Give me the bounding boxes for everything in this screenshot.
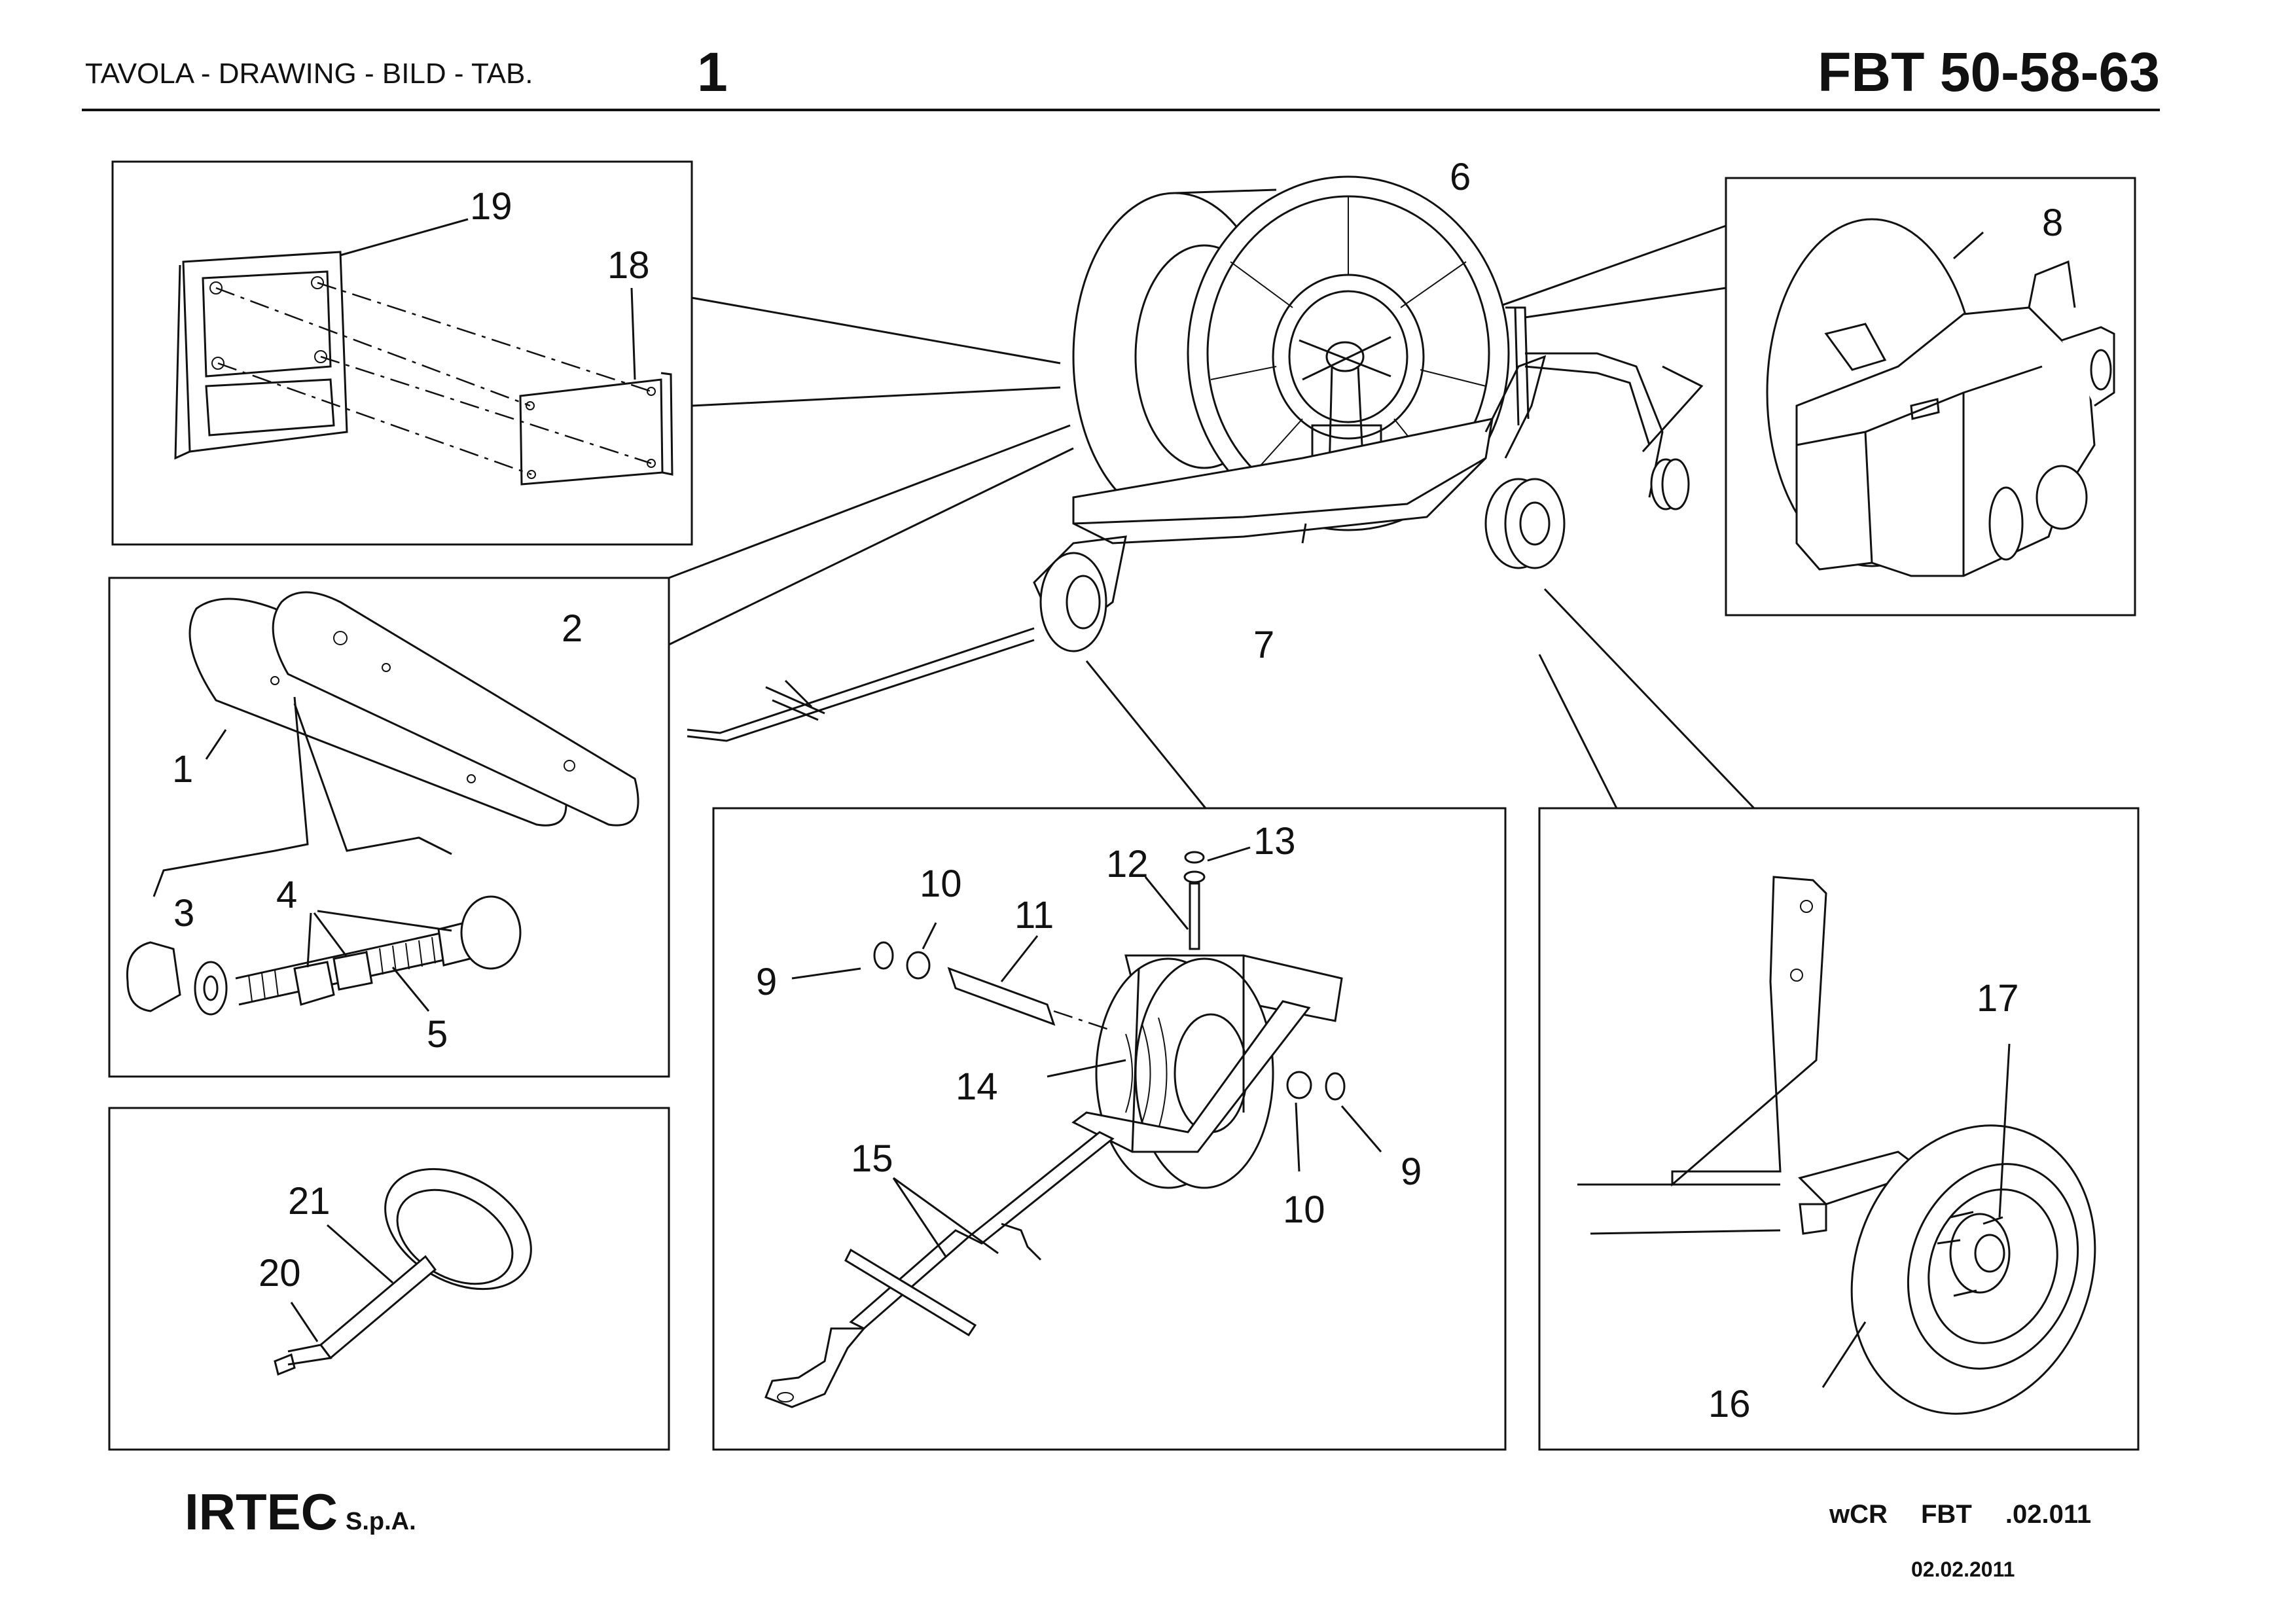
callout-1: 1 [172, 748, 193, 791]
table-number: 1 [697, 41, 728, 103]
callout-numbers: 1 2 3 4 5 6 7 8 9 9 10 10 11 12 13 14 15… [172, 156, 2063, 1425]
callout-14: 14 [956, 1065, 998, 1108]
control-box-drawing [174, 218, 673, 486]
callout-9b: 9 [1401, 1150, 1422, 1193]
callout-18: 18 [607, 244, 650, 287]
panel-control-box [111, 160, 693, 546]
callout-11: 11 [1014, 894, 1054, 936]
brand-suffix: S.p.A. [346, 1508, 416, 1535]
callout-13: 13 [1253, 820, 1296, 863]
turbine-drawing [1766, 218, 2115, 577]
drawing-label: TAVOLA - DRAWING - BILD - TAB. [85, 58, 533, 90]
callout-19: 19 [470, 185, 512, 228]
callout-17: 17 [1977, 977, 2019, 1020]
header-rule [82, 109, 2160, 111]
callout-3: 3 [173, 892, 194, 935]
brand-logo: IRTEC S.p.A. [185, 1482, 416, 1542]
callout-5: 5 [427, 1013, 448, 1056]
callout-7: 7 [1253, 624, 1274, 666]
document-date: 02.02.2011 [1911, 1558, 2015, 1581]
roller-drawing [126, 591, 639, 1016]
panel-turbine [1725, 177, 2136, 616]
callout-16: 16 [1708, 1383, 1751, 1425]
panel-leaders [668, 224, 1755, 810]
panel-front-wheel [712, 807, 1507, 1451]
callout-10a: 10 [920, 863, 962, 905]
callout-20: 20 [259, 1252, 301, 1294]
callout-15: 15 [851, 1137, 893, 1180]
brand-name: IRTEC [185, 1483, 338, 1541]
hose-reel-machine [687, 175, 1704, 742]
callout-12: 12 [1106, 843, 1149, 885]
plug-drawing [274, 1168, 532, 1376]
rear-wheel-drawing [1577, 876, 2096, 1415]
document-code: wCR FBT .02.011 [1829, 1500, 2092, 1529]
callout-21: 21 [288, 1180, 331, 1222]
panel-roller [108, 577, 670, 1078]
callout-4: 4 [276, 874, 297, 916]
callout-2: 2 [562, 607, 583, 650]
model-title: FBT 50-58-63 [1818, 41, 2160, 103]
panel-rear-wheel [1538, 807, 2140, 1451]
panel-plug [108, 1107, 670, 1451]
callout-6: 6 [1450, 156, 1471, 198]
callout-9a: 9 [756, 961, 777, 1003]
callout-8: 8 [2042, 202, 2063, 244]
callout-10b: 10 [1283, 1188, 1325, 1231]
front-wheel-drawing [764, 846, 1382, 1408]
